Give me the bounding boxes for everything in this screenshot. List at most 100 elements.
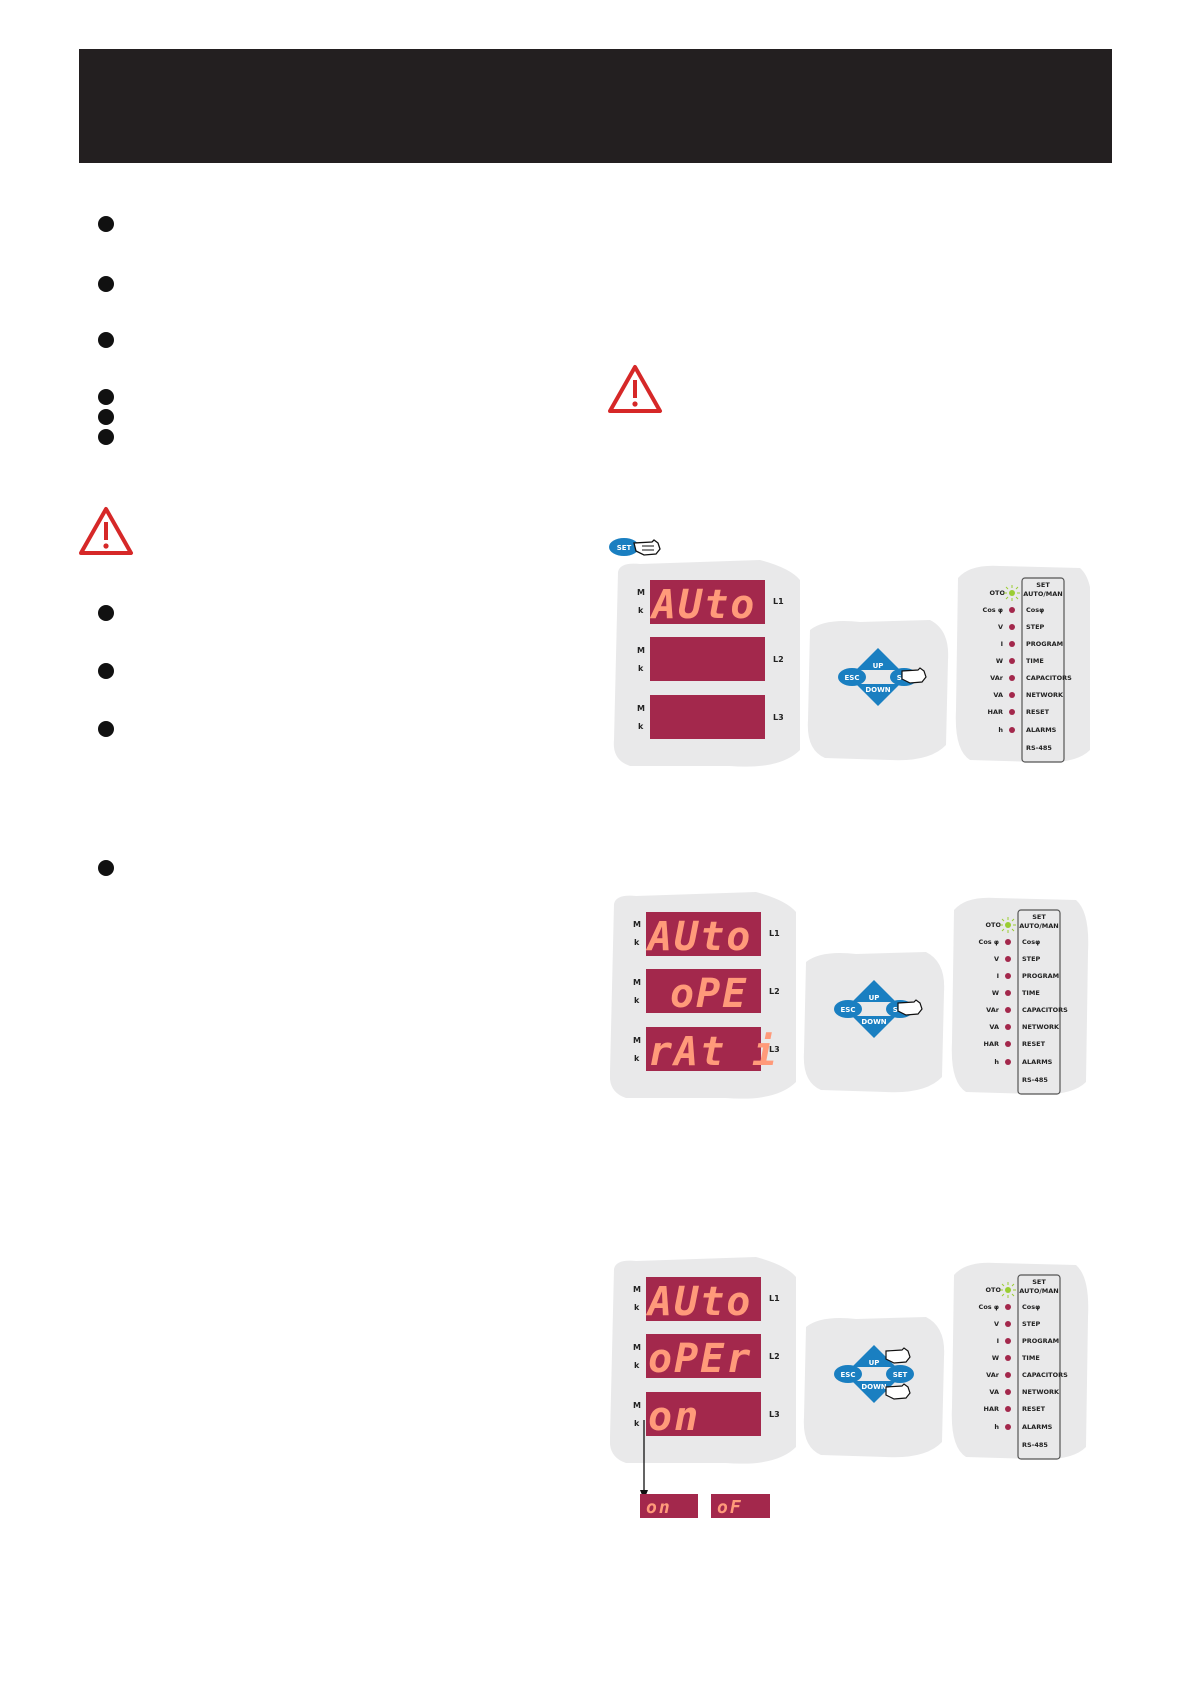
esc-button[interactable]: ESC [834, 1000, 862, 1018]
device-panel-3: AUto oPEr on M k M k M k L1 L2 L3 UP DOW… [610, 1257, 1090, 1467]
indicator-var: VAr [986, 1006, 1000, 1014]
display-l2: oPEr [648, 1336, 752, 1382]
down-button[interactable]: DOWN [856, 684, 900, 706]
display-l1: AUto [649, 582, 756, 628]
indicator-i: I [997, 1337, 999, 1345]
row-label-k: k [638, 664, 644, 673]
menu-header-automan: AUTO/MAN [1019, 922, 1058, 930]
pointing-hand-icon [901, 667, 927, 684]
indicator-har: HAR [984, 1405, 999, 1413]
row-label-k: k [634, 996, 640, 1005]
down-button[interactable]: DOWN [852, 1016, 896, 1038]
bullet [98, 389, 114, 405]
svg-text:ESC: ESC [845, 674, 860, 682]
bullet [98, 276, 114, 292]
display-l2: oPE [670, 971, 748, 1017]
indicator-oto: OTO [990, 589, 1006, 597]
display-l1: AUto [645, 1279, 752, 1325]
svg-text:UP: UP [869, 994, 880, 1002]
menu-header-automan: AUTO/MAN [1023, 590, 1062, 598]
pointing-hand-icon [897, 999, 923, 1016]
indicator-i: I [1001, 640, 1003, 648]
indicator-oto: OTO [986, 1286, 1002, 1294]
up-button[interactable]: UP [852, 980, 896, 1002]
menu-footer-rs485: RS-485 [1022, 1076, 1048, 1084]
bullet [98, 409, 114, 425]
menu-item: PROGRAM [1022, 1337, 1059, 1345]
indicator-i: I [997, 972, 999, 980]
row-label-m: M [633, 1401, 641, 1410]
indicator-cos: Cos φ [979, 938, 999, 946]
menu-item: ALARMS [1026, 726, 1057, 734]
indicator-va: VA [993, 691, 1003, 699]
menu-item: STEP [1022, 955, 1041, 963]
warning-triangle-icon [608, 365, 662, 413]
line-label-l1: L1 [769, 1294, 780, 1303]
menu-item: STEP [1026, 623, 1045, 631]
row-label-m: M [633, 920, 641, 929]
esc-button[interactable]: ESC [838, 668, 866, 686]
row-label-m: M [633, 1343, 641, 1352]
menu-item: ALARMS [1022, 1423, 1053, 1431]
set-button[interactable]: SET [886, 1365, 914, 1383]
svg-text:UP: UP [869, 1359, 880, 1367]
warning-triangle-icon [79, 507, 133, 555]
menu-item: RESET [1026, 708, 1050, 716]
indicator-h: h [998, 726, 1003, 734]
indicator-w: W [996, 657, 1003, 665]
menu-header-set: SET [1036, 581, 1050, 589]
row-label-k: k [634, 1361, 640, 1370]
up-button[interactable]: UP [852, 1345, 896, 1367]
bullet [98, 663, 114, 679]
line-label-l3: L3 [769, 1410, 780, 1419]
device-panel-2: AUto oPE rAt i M k M k M k L1 L2 L3 UP D… [610, 892, 1090, 1102]
display-l3: on [648, 1394, 700, 1440]
row-label-m: M [633, 978, 641, 987]
menu-item: TIME [1022, 1354, 1040, 1362]
line-label-l3: L3 [773, 713, 784, 722]
row-label-k: k [638, 722, 644, 731]
down-arrow-icon [640, 1420, 648, 1500]
blinking-led-icon [1000, 917, 1016, 933]
row-label-m: M [633, 1036, 641, 1045]
device-panel-1: AUto M k M k M k L1 L2 L3 UP DOWN ESC SE… [610, 560, 1090, 770]
pointing-hand-icon [885, 1347, 911, 1364]
bullet [98, 216, 114, 232]
menu-item: CAPACITORS [1022, 1006, 1068, 1014]
row-label-m: M [637, 646, 645, 655]
svg-text:UP: UP [873, 662, 884, 670]
menu-item: Cosφ [1026, 606, 1044, 614]
indicator-v: V [994, 1320, 999, 1328]
line-label-l2: L2 [769, 1352, 780, 1361]
indicator-va: VA [989, 1023, 999, 1031]
indicator-cos: Cos φ [983, 606, 1003, 614]
indicator-oto: OTO [986, 921, 1002, 929]
menu-item: NETWORK [1022, 1023, 1060, 1031]
line-label-l2: L2 [773, 655, 784, 664]
option-on-display: on [640, 1494, 698, 1518]
menu-item: Cosφ [1022, 938, 1040, 946]
up-button[interactable]: UP [856, 648, 900, 670]
esc-button[interactable]: ESC [834, 1365, 862, 1383]
option-off-display: oF [711, 1494, 770, 1518]
down-button[interactable]: DOWN [852, 1381, 896, 1403]
menu-item: ALARMS [1022, 1058, 1053, 1066]
menu-item: STEP [1022, 1320, 1041, 1328]
row-label-m: M [633, 1285, 641, 1294]
svg-text:DOWN: DOWN [865, 686, 890, 694]
page-header-bar [79, 49, 1112, 163]
indicator-w: W [992, 989, 999, 997]
indicator-h: h [994, 1058, 999, 1066]
pointing-hand-icon [633, 539, 661, 556]
menu-item: CAPACITORS [1026, 674, 1072, 682]
row-label-m: M [637, 588, 645, 597]
menu-footer-rs485: RS-485 [1026, 744, 1052, 752]
indicator-v: V [998, 623, 1003, 631]
row-label-m: M [637, 704, 645, 713]
set-button-hand[interactable]: SET [608, 534, 664, 560]
row-label-k: k [634, 1054, 640, 1063]
menu-header-automan: AUTO/MAN [1019, 1287, 1058, 1295]
row-label-k: k [634, 938, 640, 947]
svg-text:on: on [646, 1497, 672, 1518]
menu-item: Cosφ [1022, 1303, 1040, 1311]
